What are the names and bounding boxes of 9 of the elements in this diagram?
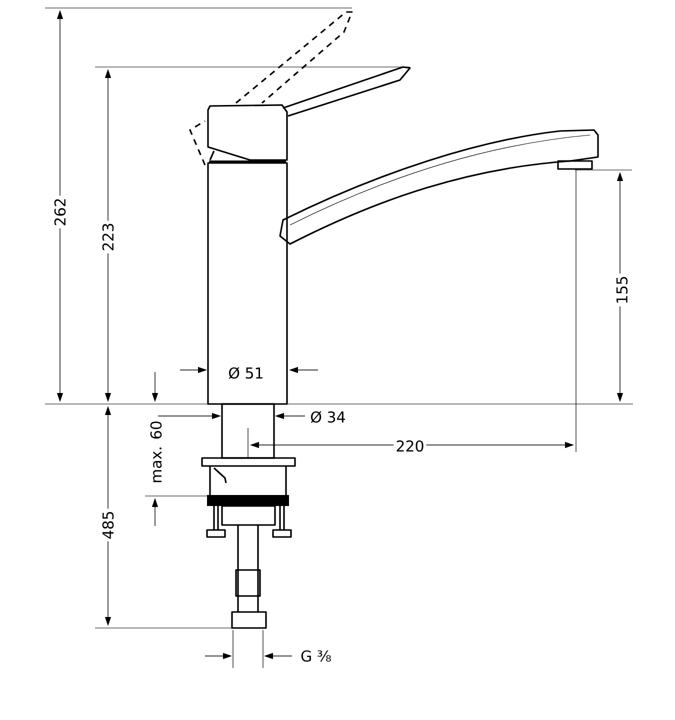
dimension-label: Ø 34 bbox=[308, 409, 348, 425]
dimension-label: max. 60 bbox=[148, 418, 164, 486]
dimension-label: 223 bbox=[100, 220, 116, 254]
dimension-label: 262 bbox=[52, 196, 68, 228]
dimension-label: Ø 51 bbox=[226, 365, 266, 381]
dimension-label: 155 bbox=[614, 274, 630, 306]
dimension-label: 485 bbox=[100, 508, 116, 542]
dimension-label: G ⅜ bbox=[298, 648, 334, 664]
dimension-label: 220 bbox=[394, 438, 426, 454]
